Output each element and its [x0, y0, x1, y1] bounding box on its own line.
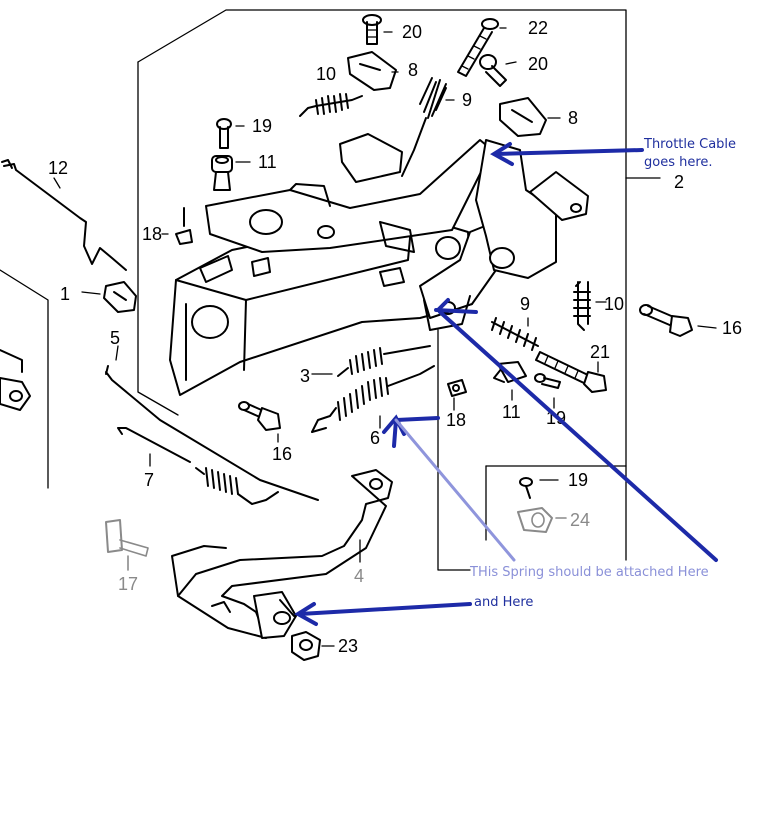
- annotations: Throttle Cable goes here. THis Spring sh…: [294, 137, 736, 626]
- spring-3: [337, 345, 431, 377]
- label-20-top: 20: [402, 22, 422, 42]
- throttle-cable-arrow: [494, 148, 644, 156]
- bolt-21: [535, 351, 607, 393]
- springs: [195, 77, 591, 495]
- label-9-mid: 9: [520, 294, 530, 314]
- label-12: 12: [48, 158, 68, 178]
- screw-20-right: [479, 54, 507, 87]
- fasteners: [105, 14, 693, 661]
- label-18-lower: 18: [446, 410, 466, 430]
- spring-6: [311, 365, 435, 433]
- screw-22: [457, 18, 499, 77]
- bolt-16-right: [639, 304, 693, 337]
- label-16-lower: 16: [272, 444, 292, 464]
- and-here-note: and Here: [474, 595, 533, 610]
- spring-10-top: [299, 93, 363, 117]
- pivot-11-left: [211, 155, 233, 191]
- bolt-16-lower: [238, 401, 281, 431]
- label-1: 1: [60, 284, 70, 304]
- label-11-right: 11: [502, 402, 521, 422]
- label-11-left: 11: [258, 152, 277, 172]
- part-24: [517, 507, 553, 533]
- and-here-arrow: [298, 602, 472, 616]
- screw-19-inset: [519, 477, 533, 499]
- label-4: 4: [354, 566, 364, 586]
- label-19-inset: 19: [568, 470, 588, 490]
- spring-9-mid: [491, 317, 539, 351]
- label-24: 24: [570, 510, 590, 530]
- assembly-frame: [0, 9, 661, 571]
- label-10-right: 10: [604, 294, 624, 314]
- spring-note: THis Spring should be attached Here: [469, 565, 709, 580]
- clip-18-left: [175, 207, 193, 245]
- label-10-top: 10: [316, 64, 336, 84]
- spring-7: [195, 467, 239, 495]
- label-20-right: 20: [528, 54, 548, 74]
- label-6: 6: [370, 428, 380, 448]
- label-2: 2: [674, 172, 684, 192]
- label-3: 3: [300, 366, 310, 386]
- label-5: 5: [110, 328, 120, 348]
- spring-9-top: [401, 77, 447, 177]
- label-8-top: 8: [408, 60, 418, 80]
- screw-19-mid: [534, 373, 561, 389]
- screw-20-top: [362, 14, 382, 45]
- label-9-top: 9: [462, 90, 472, 110]
- nut-23: [291, 631, 321, 661]
- label-7: 7: [144, 470, 154, 490]
- clips-8: [347, 51, 547, 137]
- throttle-lever-4: [171, 469, 393, 639]
- pivot-11-right: [493, 361, 527, 383]
- spring-10-right: [573, 281, 591, 331]
- label-16-right: 16: [722, 318, 742, 338]
- screw-19-left: [216, 118, 232, 149]
- part-labels: 20 22 20 10 8 9 8 19 11 12 2 18 1 9 10 1…: [48, 18, 742, 656]
- label-22: 22: [528, 18, 548, 38]
- leader-lines: [53, 27, 717, 647]
- label-21: 21: [590, 342, 610, 362]
- linkages: [0, 159, 319, 505]
- throttle-note-line2: goes here.: [644, 155, 713, 170]
- label-23: 23: [338, 636, 358, 656]
- label-8-right: 8: [568, 108, 578, 128]
- clip-18-lower: [447, 379, 467, 397]
- throttle-bracket: [169, 133, 589, 396]
- label-18-left: 18: [142, 224, 162, 244]
- throttle-note-line1: Throttle Cable: [643, 137, 736, 152]
- label-17: 17: [118, 574, 138, 594]
- bolt-17: [105, 519, 149, 557]
- label-19-left: 19: [252, 116, 272, 136]
